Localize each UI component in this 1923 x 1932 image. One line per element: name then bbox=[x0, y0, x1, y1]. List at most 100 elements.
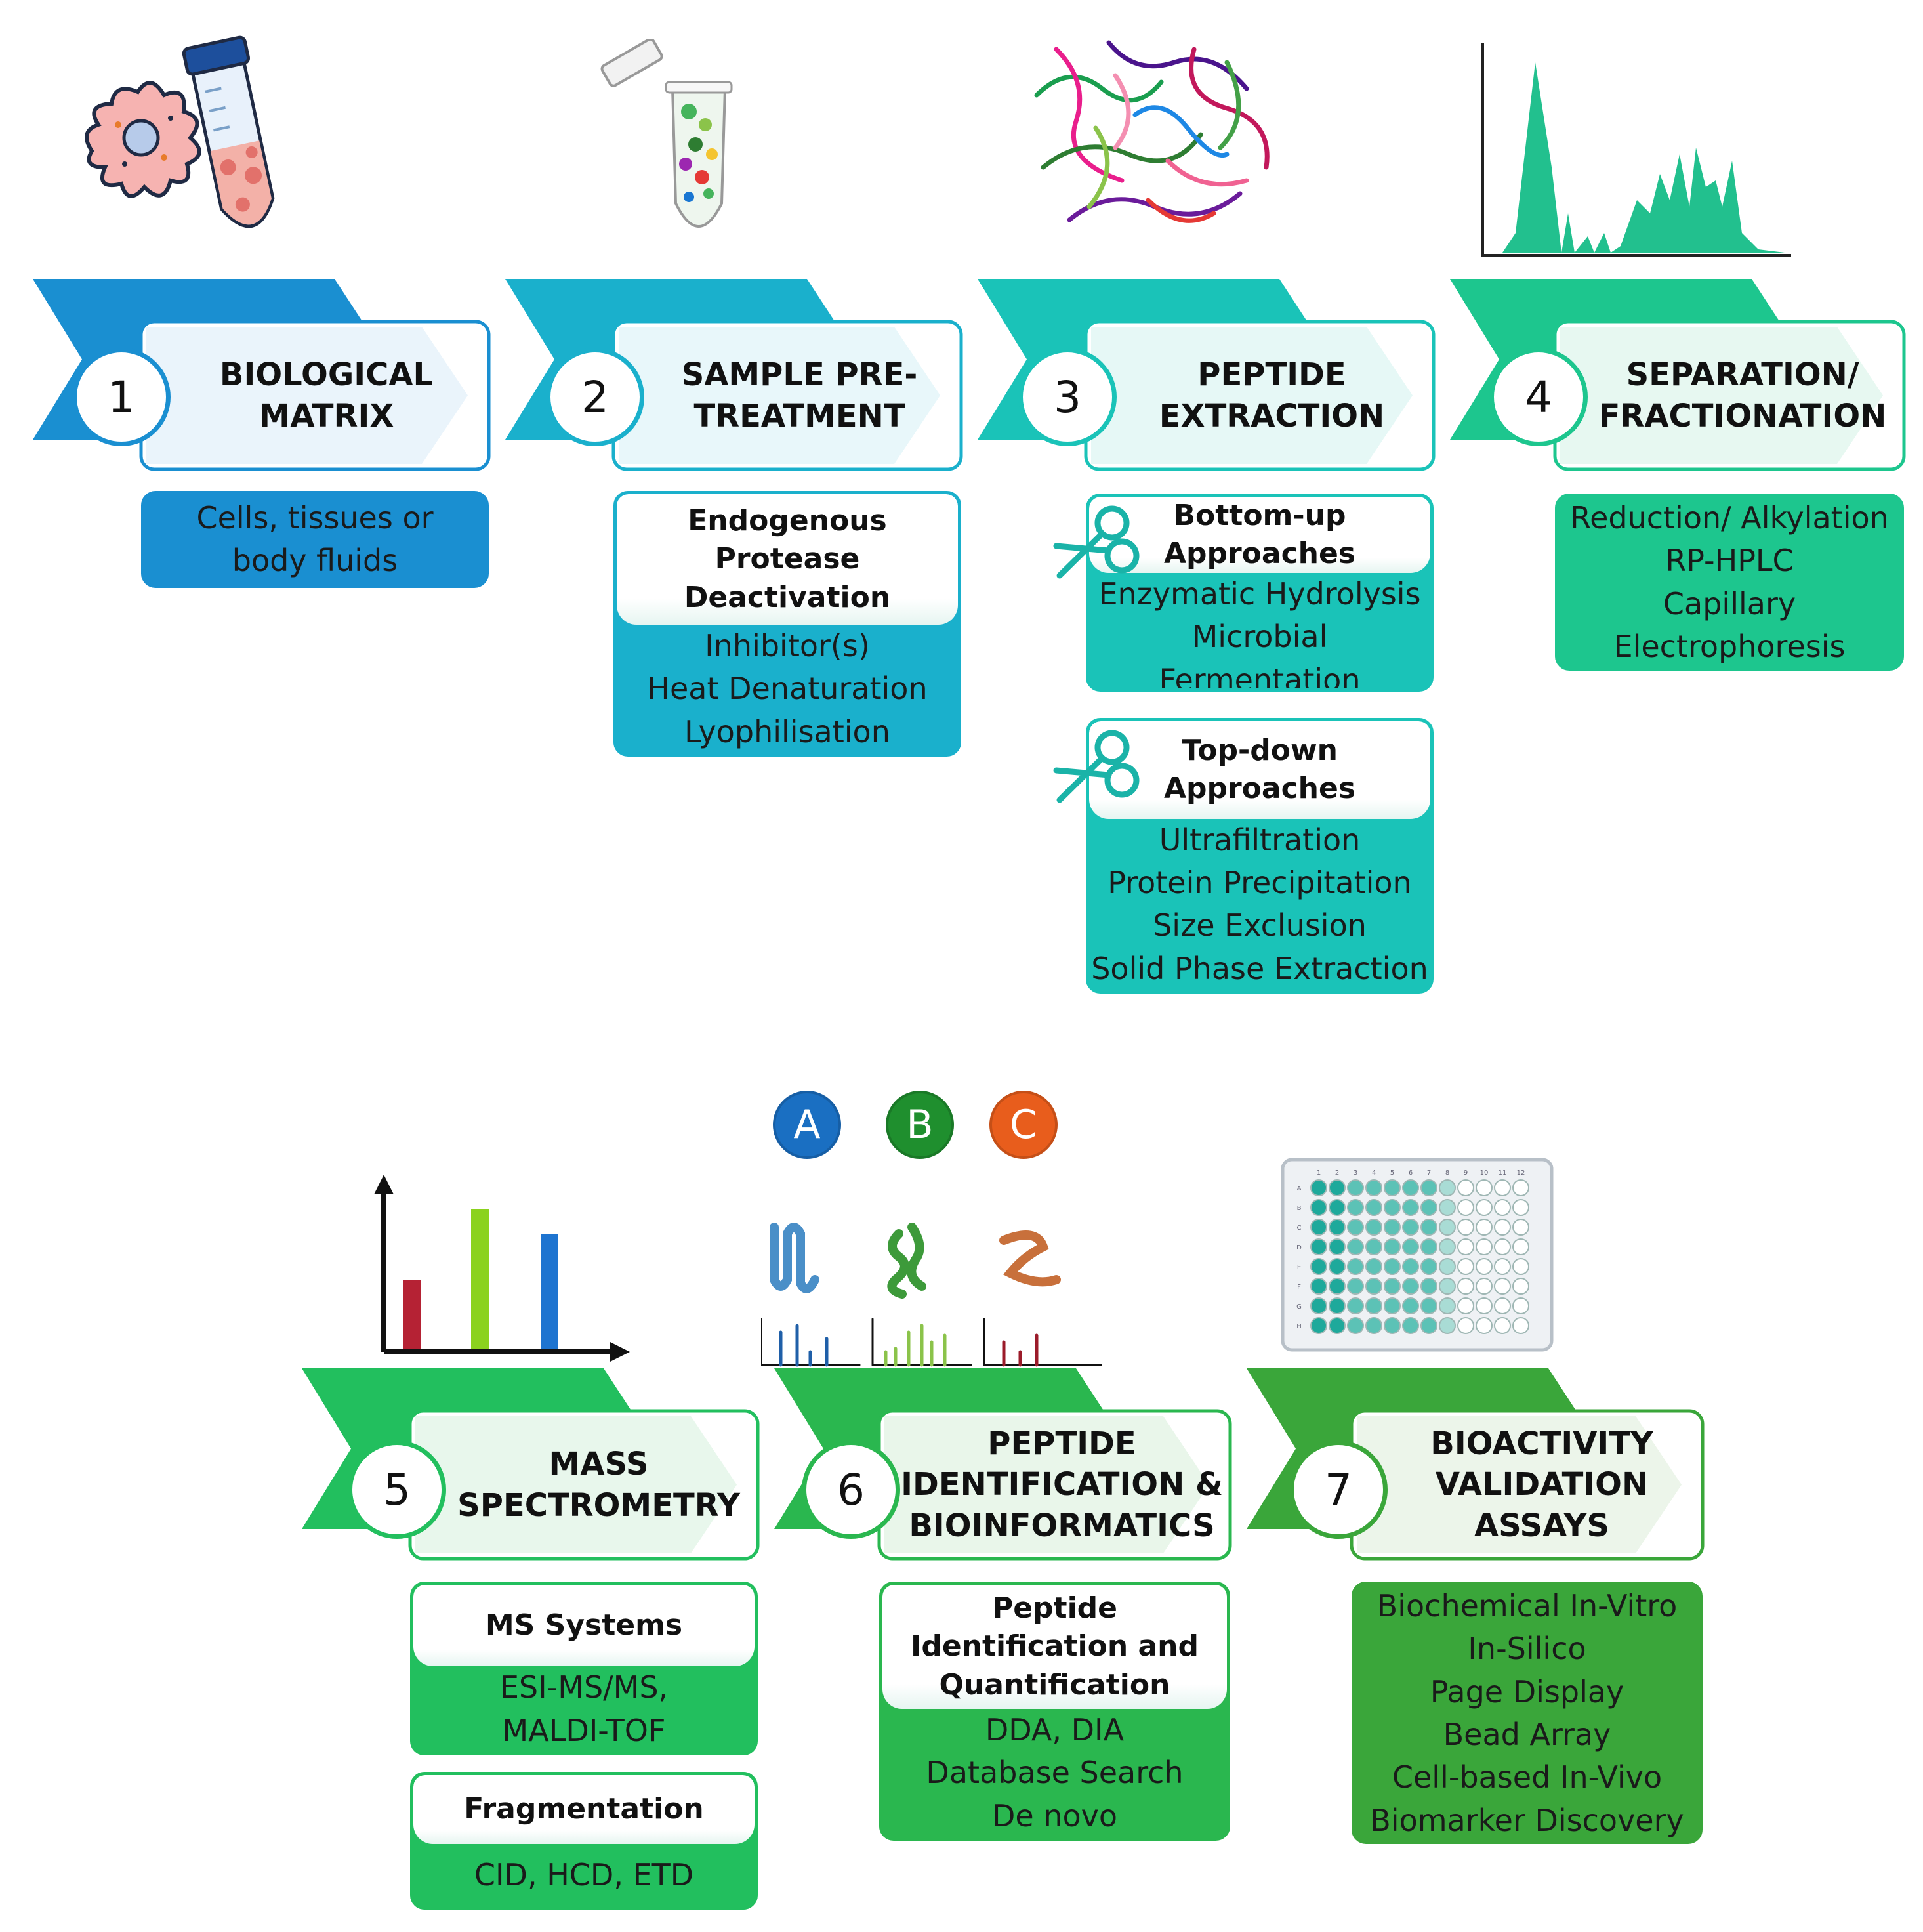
step-title-line: SEPARATION/ bbox=[1626, 356, 1859, 394]
detail-header-line: Deactivation bbox=[684, 580, 891, 614]
plate-well bbox=[1420, 1278, 1437, 1295]
detail-header: Fragmentation bbox=[413, 1775, 755, 1844]
plate-well bbox=[1512, 1179, 1529, 1196]
step-4-title-tint bbox=[1560, 327, 1883, 464]
detail-item: Database Search bbox=[926, 1755, 1184, 1791]
plate-well bbox=[1384, 1199, 1401, 1216]
plate-well bbox=[1347, 1219, 1364, 1236]
plate-well bbox=[1329, 1297, 1346, 1314]
detail-header-line: Top-down bbox=[1182, 734, 1338, 768]
detail-header-line: Approaches bbox=[1163, 772, 1356, 806]
detail-item: Enzymatic Hydrolysis bbox=[1098, 576, 1421, 612]
plate-well bbox=[1329, 1317, 1346, 1334]
detail-item: Page Display bbox=[1430, 1673, 1624, 1710]
plate-well bbox=[1512, 1199, 1529, 1216]
plate-well bbox=[1420, 1317, 1437, 1334]
step-6-number: 6 bbox=[802, 1440, 900, 1539]
plate-col-label: 3 bbox=[1354, 1169, 1357, 1177]
detail-header-line: Identification and bbox=[910, 1629, 1199, 1664]
plate-well bbox=[1365, 1219, 1382, 1236]
letter-badge-a: A bbox=[773, 1091, 841, 1159]
plate-col-label: 12 bbox=[1517, 1169, 1525, 1177]
plate-well bbox=[1329, 1219, 1346, 1236]
plate-well bbox=[1494, 1278, 1511, 1295]
protein-spectra-icon bbox=[761, 1223, 1102, 1367]
scissors-icon bbox=[1053, 505, 1140, 579]
plate-well bbox=[1439, 1278, 1456, 1295]
plate-well bbox=[1457, 1258, 1474, 1275]
detail-item: Reduction/ Alkylation bbox=[1570, 500, 1889, 536]
plate-well bbox=[1512, 1238, 1529, 1255]
detail-item: MALDI-TOF bbox=[502, 1712, 666, 1748]
plate-well bbox=[1457, 1297, 1474, 1314]
step-2-number: 2 bbox=[546, 348, 644, 446]
plate-well bbox=[1457, 1317, 1474, 1334]
step-title-line: BIOLOGICAL bbox=[219, 356, 434, 394]
plate-well bbox=[1476, 1179, 1493, 1196]
step-7-number: 7 bbox=[1289, 1440, 1388, 1539]
step-1-title-tint bbox=[146, 327, 468, 464]
plate-well bbox=[1476, 1317, 1493, 1334]
step-7-title-tint bbox=[1357, 1416, 1682, 1553]
detail-item: Size Exclusion bbox=[1153, 908, 1367, 944]
chromatogram-icon bbox=[1481, 43, 1791, 257]
plate-well bbox=[1512, 1258, 1529, 1275]
detail-header-line: Endogenous bbox=[688, 504, 887, 538]
detail-header-line: MS Systems bbox=[485, 1608, 683, 1643]
step-6-title-tint bbox=[884, 1416, 1209, 1553]
detail-header-line: Bottom-up bbox=[1173, 499, 1346, 532]
letter-badge-c: C bbox=[989, 1091, 1058, 1159]
scissors-icon bbox=[1053, 730, 1140, 803]
plate-well bbox=[1402, 1199, 1419, 1216]
plate-col-label: 8 bbox=[1445, 1169, 1449, 1177]
plate-well bbox=[1439, 1317, 1456, 1334]
detail-item: Microbial Fermentation bbox=[1159, 619, 1361, 692]
plate-well bbox=[1439, 1199, 1456, 1216]
detail-item: Cells, tissues or bbox=[196, 499, 434, 536]
detail-item: In-Silico bbox=[1468, 1631, 1586, 1667]
plate-well bbox=[1402, 1258, 1419, 1275]
plate-well bbox=[1347, 1199, 1364, 1216]
plate-col-label: 4 bbox=[1372, 1169, 1376, 1177]
plate-well bbox=[1476, 1278, 1493, 1295]
plate-well bbox=[1402, 1219, 1419, 1236]
plate-row-label: G bbox=[1296, 1303, 1302, 1311]
step-title-line: TREATMENT bbox=[693, 397, 905, 434]
step-5-number: 5 bbox=[348, 1440, 446, 1539]
step-1-number: 1 bbox=[72, 348, 171, 446]
step-title-line: ASSAYS bbox=[1474, 1507, 1609, 1544]
detail-item: body fluids bbox=[232, 543, 398, 578]
step-2-title-tint bbox=[619, 327, 940, 464]
detail-item: Heat Denaturation bbox=[647, 671, 928, 707]
plate-well bbox=[1494, 1179, 1511, 1196]
plate-well bbox=[1420, 1238, 1437, 1255]
plate-well bbox=[1512, 1297, 1529, 1314]
plate-well bbox=[1512, 1317, 1529, 1334]
step-title-line: IDENTIFICATION & bbox=[901, 1466, 1223, 1503]
plate-well bbox=[1365, 1179, 1382, 1196]
plate-col-label: 7 bbox=[1427, 1169, 1431, 1177]
plate-well bbox=[1439, 1238, 1456, 1255]
detail-header: MS Systems bbox=[413, 1585, 755, 1667]
plate-well bbox=[1494, 1258, 1511, 1275]
plate-row-label: C bbox=[1297, 1225, 1302, 1232]
detail-item: De novo bbox=[991, 1797, 1117, 1834]
plate-well bbox=[1329, 1258, 1346, 1275]
plate-col-label: 11 bbox=[1499, 1169, 1507, 1177]
